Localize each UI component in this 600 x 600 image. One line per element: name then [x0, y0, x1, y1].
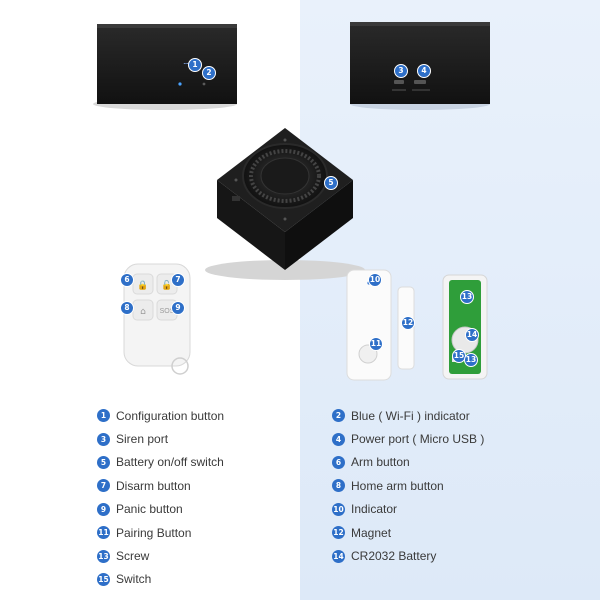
indicator-light — [178, 82, 182, 86]
battery-switch — [232, 196, 240, 201]
lock-icon: 🔒 — [137, 280, 148, 291]
legend-number: 11 — [97, 526, 110, 540]
callout-3: 3 — [394, 64, 408, 78]
legend-label: Pairing Button — [116, 525, 192, 540]
legend-number: 6 — [332, 455, 345, 469]
legend-item: 8 Home arm button — [332, 474, 572, 497]
configuration-hole — [202, 82, 206, 86]
legend-left: 1 Configuration button 3 Siren port 5 Batte… — [97, 404, 337, 591]
callout-1: 1 — [188, 58, 202, 72]
remote-control: 🔒 🔓 ⌂ SOS — [123, 263, 191, 375]
legend-number: 5 — [97, 455, 110, 469]
legend-item: 15 Switch — [97, 568, 337, 591]
legend-item: 3 Siren port — [97, 427, 337, 450]
legend-label: Configuration button — [116, 408, 225, 423]
legend-item: 11 Pairing Button — [97, 521, 337, 544]
callout-12: 12 — [401, 316, 415, 330]
legend-label: Indicator — [351, 502, 398, 517]
legend-number: 1 — [97, 409, 110, 423]
legend-label: Screw — [116, 549, 150, 564]
legend-label: Home arm button — [351, 478, 444, 493]
legend-label: CR2032 Battery — [351, 549, 437, 564]
legend-number: 2 — [332, 409, 345, 423]
legend-item: 13 Screw — [97, 544, 337, 567]
legend-item: 5 Battery on/off switch — [97, 451, 337, 474]
legend-number: 13 — [97, 549, 110, 563]
legend-item: 12 Magnet — [332, 521, 572, 544]
callout-7: 7 — [171, 273, 185, 287]
legend-item: 1 Configuration button — [97, 404, 337, 427]
legend-number: 15 — [97, 572, 110, 586]
legend-number: 3 — [97, 432, 110, 446]
legend-number: 12 — [332, 526, 345, 540]
legend-item: 2 Blue ( Wi-Fi ) indicator — [332, 404, 572, 427]
callout-15: 15 — [452, 349, 466, 363]
hub-front-view: ⌔ — [93, 24, 237, 110]
legend-item: 10 Indicator — [332, 498, 572, 521]
callout-4: 4 — [417, 64, 431, 78]
legend-label: Switch — [116, 572, 152, 587]
legend-number: 4 — [332, 432, 345, 446]
callout-10: 10 — [368, 273, 382, 287]
legend-label: Battery on/off switch — [116, 455, 224, 470]
legend-label: Siren port — [116, 432, 169, 447]
hub-bottom-view — [205, 128, 365, 280]
legend-number: 7 — [97, 479, 110, 493]
legend-right: 2 Blue ( Wi-Fi ) indicator 4 Power port ( … — [332, 404, 572, 568]
legend-item: 4 Power port ( Micro USB ) — [332, 427, 572, 450]
legend-label: Disarm button — [116, 478, 191, 493]
legend-label: Magnet — [351, 525, 392, 540]
callout-6: 6 — [120, 273, 134, 287]
legend-item: 6 Arm button — [332, 451, 572, 474]
callout-13-bottom: 13 — [464, 353, 478, 367]
legend-number: 10 — [332, 502, 345, 516]
callout-14: 14 — [465, 328, 479, 342]
wifi-icon: ⌔ — [182, 61, 190, 70]
callout-9: 9 — [171, 301, 185, 315]
hub-back-view — [350, 22, 490, 110]
sos-button-label: SOS — [160, 308, 175, 315]
legend-number: 14 — [332, 549, 345, 563]
legend-item: 9 Panic button — [97, 498, 337, 521]
legend-label: Power port ( Micro USB ) — [351, 432, 485, 447]
legend-number: 8 — [332, 479, 345, 493]
legend-item: 7 Disarm button — [97, 474, 337, 497]
legend-label: Blue ( Wi-Fi ) indicator — [351, 408, 470, 423]
legend-number: 9 — [97, 502, 110, 516]
unlock-icon: 🔓 — [161, 279, 172, 291]
callout-13-top: 13 — [460, 290, 474, 304]
legend-label: Arm button — [351, 455, 410, 470]
callout-2: 2 — [202, 66, 216, 80]
callout-8: 8 — [120, 301, 134, 315]
legend-label: Panic button — [116, 502, 183, 517]
legend-item: 14 CR2032 Battery — [332, 544, 572, 567]
home-icon: ⌂ — [140, 307, 146, 317]
callout-11: 11 — [369, 337, 383, 351]
callout-5: 5 — [324, 176, 338, 190]
